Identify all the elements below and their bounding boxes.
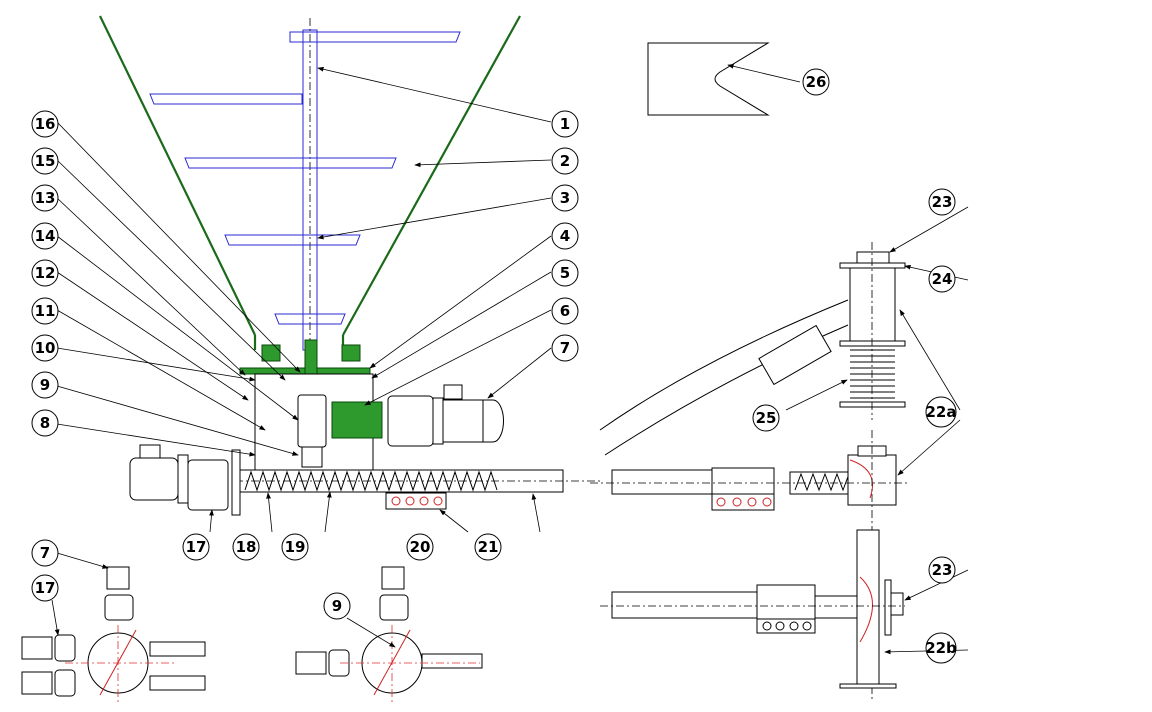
callout-2: 2 (551, 147, 579, 175)
screw-conveyor-main (235, 469, 600, 510)
callout-10: 10 (31, 334, 59, 362)
svg-text:22a: 22a (926, 403, 957, 421)
svg-text:11: 11 (35, 302, 56, 320)
detail-26-blade-profile (647, 42, 770, 116)
svg-text:18: 18 (236, 538, 257, 556)
callout-21: 21 (474, 533, 502, 561)
plan-view-single-screw (295, 566, 483, 702)
callout-22a: 22a (925, 396, 957, 428)
svg-text:10: 10 (35, 339, 56, 357)
callout-24: 24 (928, 265, 956, 293)
hopper (99, 15, 521, 350)
svg-text:7: 7 (40, 544, 50, 562)
callout-25: 25 (752, 404, 780, 432)
svg-text:21: 21 (478, 538, 499, 556)
svg-text:20: 20 (410, 538, 431, 556)
drive-housing (239, 339, 504, 471)
svg-text:23: 23 (932, 561, 953, 579)
svg-text:25: 25 (756, 409, 777, 427)
callout-3: 3 (551, 184, 579, 212)
svg-text:19: 19 (285, 538, 306, 556)
svg-text:3: 3 (560, 189, 570, 207)
svg-text:15: 15 (35, 152, 56, 170)
svg-text:22b: 22b (925, 639, 957, 657)
callout-12: 12 (31, 259, 59, 287)
callout-1: 1 (551, 110, 579, 138)
callout-9: 9 (31, 371, 59, 399)
svg-text:12: 12 (35, 264, 56, 282)
callout-6: 6 (551, 297, 579, 325)
callout-26: 26 (802, 68, 830, 96)
svg-text:6: 6 (560, 302, 570, 320)
leader-lines (51, 63, 969, 655)
svg-text:24: 24 (932, 270, 953, 288)
callout-11: 11 (31, 297, 59, 325)
svg-text:9: 9 (332, 597, 342, 615)
svg-text:9: 9 (40, 376, 50, 394)
outlet-assembly-22b (600, 529, 905, 689)
callout-23: 23 (928, 188, 956, 216)
callout-19: 19 (281, 533, 309, 561)
callout-8: 8 (31, 409, 59, 437)
svg-text:8: 8 (40, 414, 50, 432)
outlet-assembly-upper (599, 242, 906, 456)
svg-text:23: 23 (932, 193, 953, 211)
callout-23-lower: 23 (928, 556, 956, 584)
svg-text:1: 1 (560, 115, 570, 133)
svg-text:17: 17 (35, 579, 56, 597)
callout-17: 17 (182, 533, 210, 561)
callout-14: 14 (31, 222, 59, 250)
callout-4: 4 (551, 222, 579, 250)
outlet-assembly-22a (590, 430, 910, 700)
callout-7-plan: 7 (31, 539, 59, 567)
callout-13: 13 (31, 184, 59, 212)
svg-text:17: 17 (186, 538, 207, 556)
svg-text:16: 16 (35, 115, 56, 133)
callout-15: 15 (31, 147, 59, 175)
svg-text:5: 5 (560, 264, 570, 282)
callout-20: 20 (406, 533, 434, 561)
plan-view-twin-screw (21, 566, 206, 702)
callout-7: 7 (551, 334, 579, 362)
callout-16: 16 (31, 110, 59, 138)
callout-17-plan: 17 (31, 574, 59, 602)
motor-gearbox-left (129, 444, 241, 516)
svg-text:4: 4 (560, 227, 570, 245)
svg-text:26: 26 (806, 73, 827, 91)
svg-text:2: 2 (560, 152, 570, 170)
svg-text:13: 13 (35, 189, 56, 207)
svg-text:14: 14 (35, 227, 56, 245)
callout-18: 18 (232, 533, 260, 561)
callout-5: 5 (551, 259, 579, 287)
svg-text:7: 7 (560, 339, 570, 357)
callout-22b: 22b (925, 632, 957, 664)
agitator-blades (149, 31, 461, 325)
callout-9-plan: 9 (323, 592, 351, 620)
